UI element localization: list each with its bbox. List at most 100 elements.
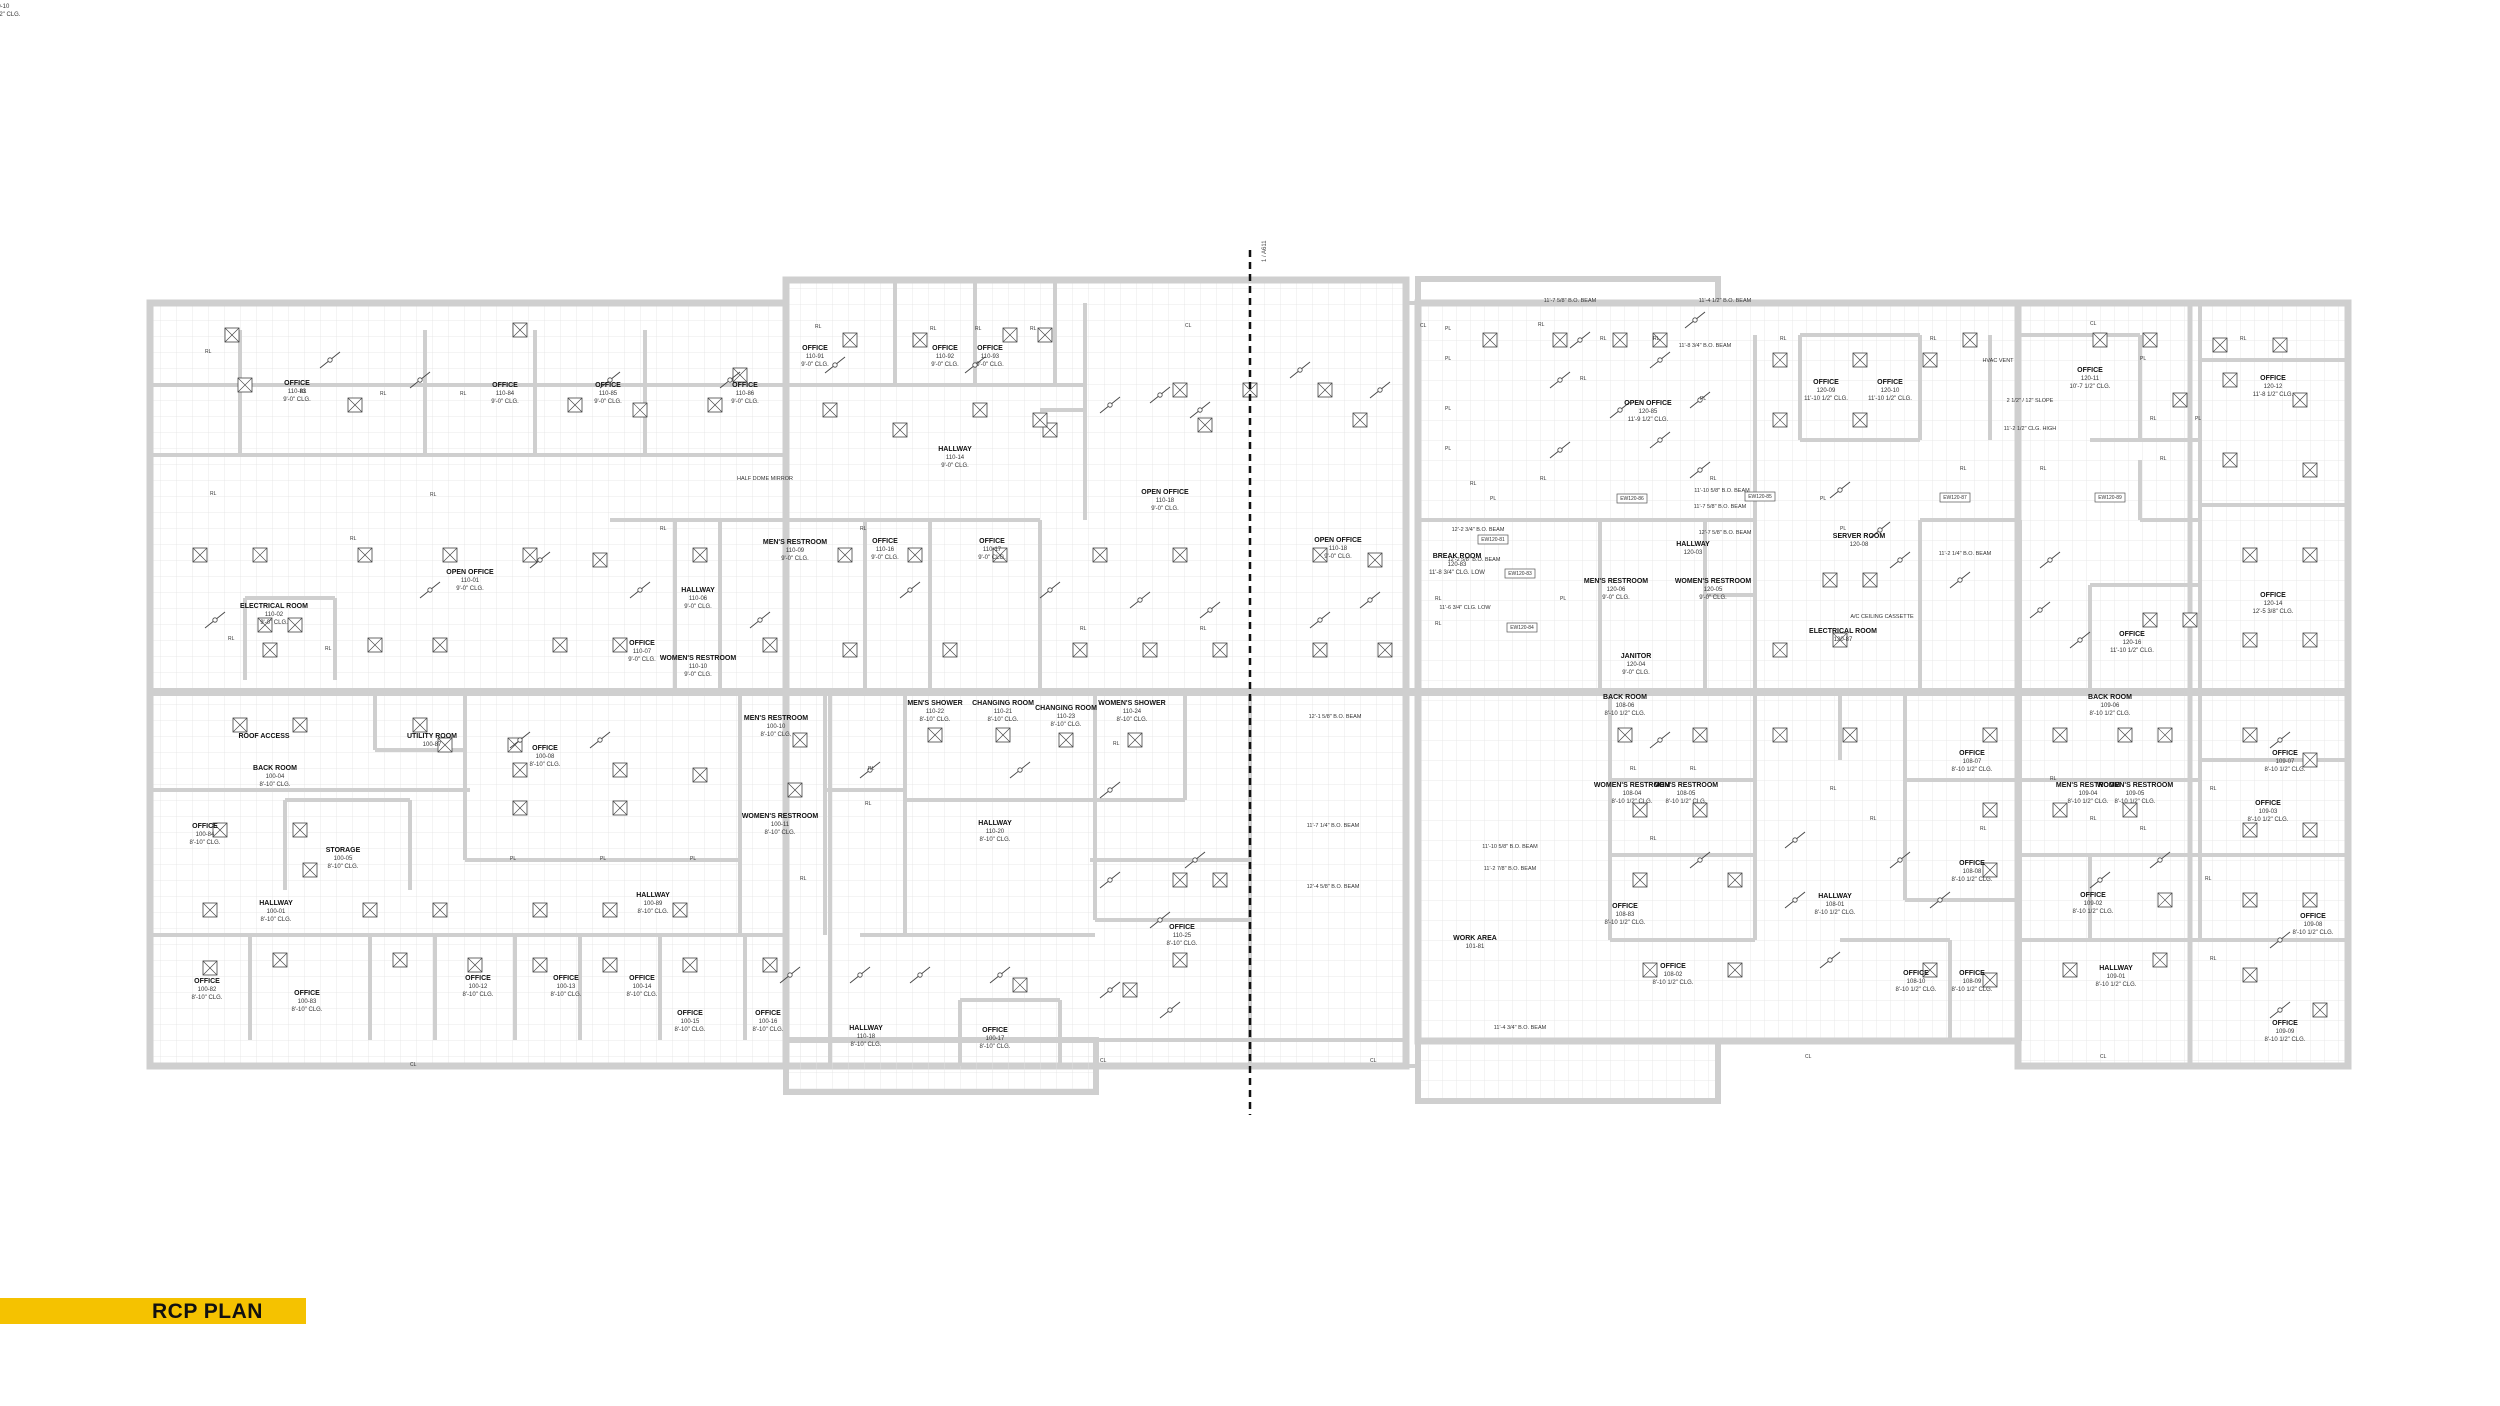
room-number: 100-04 (266, 774, 285, 780)
room-name: OFFICE (677, 1010, 703, 1017)
room-number: 120-16 (2123, 640, 2142, 646)
ceiling-light-tag: CL (1185, 323, 1192, 329)
room-number: 110-92 (936, 354, 955, 360)
linear-diffuser-icon (1009, 761, 1031, 779)
recessed-light-icon (262, 642, 278, 658)
recessed-light-icon (2242, 547, 2258, 563)
recessed-light-icon (512, 322, 528, 338)
recessed-light-icon (442, 547, 458, 563)
linear-diffuser-icon (749, 611, 771, 629)
recessed-light-icon (1862, 572, 1878, 588)
ceiling-height: 12'-5 3/8" CLG. (2253, 609, 2294, 615)
ceiling-height: 9'-0" CLG. (1324, 554, 1352, 560)
recessed-light-icon (2157, 727, 2173, 743)
room-number: 110-17 (983, 547, 1002, 553)
recessed-light-icon (2302, 547, 2318, 563)
room-name: OFFICE (1903, 970, 1929, 977)
ceiling-height: 11'-8 3/4" CLG. LOW (1429, 570, 1485, 576)
recessed-light-icon (2272, 337, 2288, 353)
ceiling-height: 9'-0" CLG. (1602, 595, 1630, 601)
recessed-light-icon (1037, 327, 1053, 343)
fixture-tag: RL (2050, 776, 2057, 782)
fixture-tag: RL (2040, 466, 2047, 472)
room-number: 120-83 (1448, 562, 1467, 568)
ceiling-height: 8'-10 1/2" CLG. (2293, 930, 2334, 936)
ceiling-height: 9'-0" CLG. (801, 362, 829, 368)
room-number: 108-10 (1907, 979, 1926, 985)
annotation: 12'-1 5/8" B.O. BEAM (1309, 714, 1362, 720)
recessed-light-icon (2302, 822, 2318, 838)
ceiling-height: 11'-10 1/2" CLG. (2110, 648, 2154, 654)
room-name: OFFICE (1959, 970, 1985, 977)
ceiling-height: 8'-10" CLG. (920, 717, 951, 723)
fixture-tag: RL (1780, 336, 1787, 342)
ceiling-height: 8'-10" CLG. (551, 992, 582, 998)
recessed-light-icon (2222, 372, 2238, 388)
annotation: 11'-8 3/4" B.O. BEAM (1679, 343, 1732, 349)
room-number: 110-24 (1123, 709, 1142, 715)
linear-diffuser-icon (1159, 1001, 1181, 1019)
ceiling-height: 8'-10 1/2" CLG. (2096, 982, 2137, 988)
linear-diffuser-icon (779, 966, 801, 984)
equipment-tag: EW120-81 (1481, 537, 1505, 543)
room-number: 100-08 (536, 754, 555, 760)
recessed-light-icon (224, 327, 240, 343)
room-number: 108-01 (1826, 902, 1845, 908)
fixture-tag: RL (1630, 766, 1637, 772)
ceiling-light-tag: CL (410, 1062, 417, 1068)
recessed-light-icon (2142, 332, 2158, 348)
annotation: 11'-10 5/8" B.O. BEAM (1482, 844, 1538, 850)
equipment-tag: EW120-89 (2098, 495, 2122, 501)
room-name: HALLWAY (938, 446, 972, 453)
room-name: BACK ROOM (2088, 694, 2132, 701)
annotation: 11'-6 3/4" CLG. LOW (1439, 605, 1491, 611)
linear-diffuser-icon (1149, 911, 1171, 929)
fixture-tag: RL (2140, 826, 2147, 832)
ceiling-height: 8'-10" CLG. (761, 732, 792, 738)
room-name: OFFICE (1877, 379, 1903, 386)
recessed-light-icon (2222, 452, 2238, 468)
room-name: OFFICE (979, 538, 1005, 545)
recessed-light-icon (1312, 642, 1328, 658)
recessed-light-icon (2142, 612, 2158, 628)
recessed-light-icon (2242, 632, 2258, 648)
room-name: WOMEN'S RESTROOM (742, 813, 818, 820)
linear-diffuser-icon (1609, 401, 1631, 419)
room-number: 110-10 (689, 664, 708, 670)
room-number: 101-81 (1466, 944, 1485, 950)
recessed-light-icon (892, 422, 908, 438)
room-number: 120-11 (2081, 376, 2100, 382)
room-name: WOMEN'S SHOWER (1098, 700, 1165, 707)
annotation: 12'-2 3/4" B.O. BEAM (1452, 527, 1505, 533)
room-name: MEN'S SHOWER (907, 700, 962, 707)
pendant-tag: PL (1490, 496, 1496, 502)
linear-diffuser-icon (1649, 431, 1671, 449)
recessed-light-icon (992, 547, 1008, 563)
recessed-light-icon (567, 397, 583, 413)
ceiling-height: 8'-10" CLG. (675, 1027, 706, 1033)
room-number: 108-08 (1963, 869, 1982, 875)
room-number: 109-07 (2276, 759, 2295, 765)
recessed-light-icon (1982, 862, 1998, 878)
recessed-light-icon (432, 902, 448, 918)
recessed-light-icon (1642, 962, 1658, 978)
annotation: 12'-2 5/8" B.O. BEAM (1448, 557, 1501, 563)
recessed-light-icon (612, 800, 628, 816)
room-name: OFFICE (294, 990, 320, 997)
title-bar (0, 1298, 306, 1324)
page-title: RCP PLAN (152, 1300, 263, 1323)
room-number: 100-12 (469, 984, 488, 990)
linear-diffuser-icon (2089, 871, 2111, 889)
room-number: 100-87 (423, 742, 442, 748)
room-name: OFFICE (802, 345, 828, 352)
recessed-light-icon (1832, 632, 1848, 648)
ceiling-height: 11'-10 1/2" CLG. (1804, 396, 1848, 402)
room-number: 110-16 (876, 547, 895, 553)
ceiling-light-tag: CL (1805, 1054, 1812, 1060)
room-name: ELECTRICAL ROOM (1809, 628, 1877, 635)
linear-diffuser-icon (824, 356, 846, 374)
annotation: 11'-2 1/2" CLG. HIGH (2004, 426, 2056, 432)
fixture-tag: RL (2150, 416, 2157, 422)
room-name: WOMEN'S RESTROOM (1675, 578, 1751, 585)
